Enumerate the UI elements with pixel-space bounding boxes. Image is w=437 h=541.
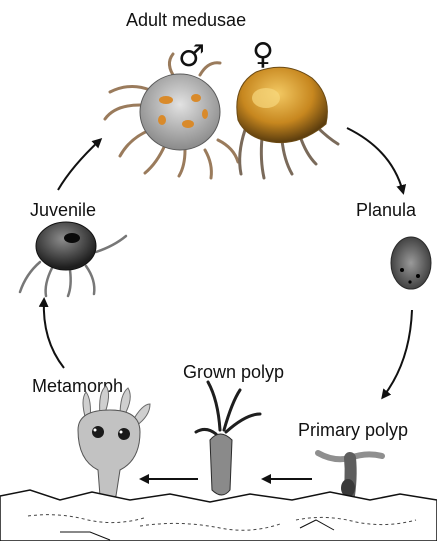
arrow-planula-to-primary-polyp (383, 310, 412, 397)
metamorph-image (78, 386, 150, 498)
arrow-juvenile-to-medusae (58, 140, 100, 190)
male-medusa-image (105, 54, 238, 178)
arrow-metamorph-to-juvenile (44, 300, 64, 368)
female-medusa-image (237, 67, 338, 178)
planula-image (391, 237, 431, 289)
arrow-medusae-to-planula (347, 128, 403, 192)
grown-polyp-image (196, 382, 260, 495)
juvenile-image (20, 222, 126, 296)
substrate-rock (0, 490, 437, 541)
